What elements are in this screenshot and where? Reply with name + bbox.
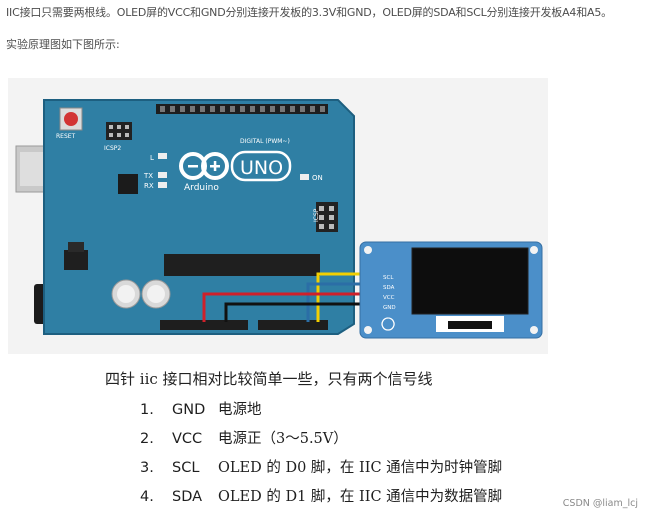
uno-badge — [230, 150, 292, 182]
l-led-label: L — [150, 154, 154, 162]
pin-description: 电源正（3～5.5V） — [218, 431, 348, 447]
reset-button-cap — [64, 112, 78, 126]
oled-pin-vcc: VCC — [383, 295, 395, 301]
voltage-regulator — [64, 250, 88, 270]
mount-hole-tr — [530, 246, 538, 254]
icsp-label: ICSP — [313, 208, 320, 222]
digital-label: DIGITAL (PWM~) — [240, 138, 290, 145]
list-number: 4. — [140, 489, 154, 505]
uno-logo-text: UNO — [240, 157, 283, 179]
rx-label: RX — [144, 182, 154, 190]
list-number: 1. — [140, 402, 154, 418]
pin-description: OLED 的 D1 脚，在 IIC 通信中为数据管脚 — [218, 489, 503, 505]
list-number: 2. — [140, 431, 154, 447]
mount-hole-br — [530, 326, 538, 334]
capacitor-2-top — [147, 285, 165, 303]
oled-pin-scl: SCL — [383, 275, 394, 281]
tx-label: TX — [143, 172, 153, 180]
list-item: 2. VCC 电源正（3～5.5V） — [140, 427, 502, 456]
icsp2-label: ICSP2 — [104, 145, 121, 152]
seeed-logo-icon — [381, 317, 395, 331]
oled-screen — [411, 247, 529, 315]
capacitor-1-top — [117, 285, 135, 303]
interface-subtitle: 四针 iic 接口相对比较简单一些，只有两个信号线 — [105, 370, 433, 388]
intro-text: IIC接口只需要两根线。OLED屏的VCC和GND分别连接开发板的3.3V和GN… — [6, 6, 612, 19]
list-number: 3. — [140, 460, 154, 476]
oled-pin-sda: SDA — [383, 285, 395, 291]
pin-description: 电源地 — [218, 402, 262, 418]
pin-name: SDA — [172, 489, 203, 505]
arduino-brand: Arduino — [184, 183, 219, 193]
l-led — [158, 153, 167, 159]
arduino-logo — [179, 152, 229, 180]
list-item: 4. SDA OLED 的 D1 脚，在 IIC 通信中为数据管脚 — [140, 485, 502, 514]
icsp2-header — [106, 122, 132, 140]
on-label: ON — [312, 174, 323, 182]
tx-led — [158, 172, 167, 178]
list-item: 3. SCL OLED 的 D0 脚，在 IIC 通信中为时钟管脚 — [140, 456, 502, 485]
pin-list: 1. GND 电源地 2. VCC 电源正（3～5.5V） 3. SCL OLE… — [140, 398, 502, 514]
wiring-diagram: RESET ICSP2 DIGITAL (PWM~) L TX RX — [8, 78, 548, 354]
usb-chip — [118, 174, 138, 194]
rx-led — [158, 182, 167, 188]
pin-name: GND — [172, 402, 206, 418]
analog-header — [258, 320, 328, 330]
icsp-header — [316, 202, 338, 232]
power-header — [160, 320, 248, 330]
watermark: CSDN @liam_lcj — [562, 498, 638, 509]
digital-header-pins — [160, 106, 325, 112]
intro-caption: 实验原理图如下图所示: — [6, 38, 120, 51]
reset-label: RESET — [56, 133, 76, 140]
microcontroller-chip — [164, 254, 320, 276]
pin-description: OLED 的 D0 脚，在 IIC 通信中为时钟管脚 — [218, 460, 503, 476]
list-item: 1. GND 电源地 — [140, 398, 502, 427]
mount-hole-bl — [364, 326, 372, 334]
regulator-tab — [68, 242, 84, 252]
pin-name: VCC — [172, 431, 203, 447]
oled-pin-gnd: GND — [383, 305, 396, 311]
wiring-svg: RESET ICSP2 DIGITAL (PWM~) L TX RX — [15, 99, 543, 339]
pin-name: SCL — [172, 460, 200, 476]
mount-hole-tl — [364, 246, 372, 254]
on-led — [300, 174, 309, 180]
oled-ribbon-inner — [448, 321, 492, 329]
